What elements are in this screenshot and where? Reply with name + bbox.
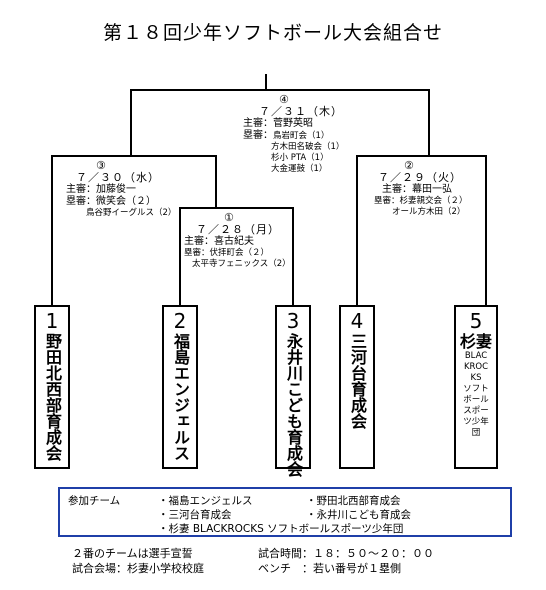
participant-item: ・福島エンジェルス [158, 495, 253, 507]
base-umpire: 塁審：杉妻親交会（２） [374, 196, 468, 206]
team-box-2: 2 福島エンジェルス [162, 305, 198, 469]
team-number: 1 [45, 309, 59, 333]
chief-umpire: 主審：加藤俊一 [66, 184, 136, 195]
team-name-sub: KS [470, 373, 482, 383]
team-box-4: 4 三河台育成会 [339, 305, 375, 469]
team-number: 5 [469, 309, 483, 333]
chief-umpire: 主審：菅野英昭 [243, 118, 313, 129]
match-number: ④ [279, 93, 289, 106]
base-umpire: 塁審：微笑会（２） [66, 196, 156, 207]
team-number: 2 [173, 309, 187, 333]
match-number: ② [404, 159, 414, 172]
team-box-5: 5 杉妻 BLAC KROC KS ソフト ボール スポー ツ少年 団 [454, 305, 498, 469]
team-name-sub: ツ少年 [463, 417, 489, 427]
match-2-info: ② ７／２９（火） 主審：幕田一弘 塁審：杉妻親交会（２） オール方木田（2） [370, 160, 468, 218]
note-oath: ２番のチームは選手宣誓 [72, 547, 193, 560]
match-date: ７／３０（水） [76, 171, 160, 184]
participant-item: ・三河台育成会 [158, 509, 232, 521]
team-name-sub: BLAC [464, 351, 488, 361]
match-date: ７／２９（火） [378, 171, 462, 184]
base-umpire-label: 塁審： [243, 130, 273, 141]
participants-label: 参加チーム [68, 495, 121, 507]
match-number: ③ [96, 159, 106, 172]
base-umpire: 大金運鼓（1） [271, 164, 328, 174]
team-name-sub: ボール [463, 395, 489, 405]
base-umpire: 方木田名破会（1） [271, 142, 345, 152]
team-name-sub: KROC [463, 362, 489, 372]
team-number: 3 [286, 309, 300, 333]
team-name: 野田北西部育成会 [43, 333, 62, 461]
team-name: 杉妻 [459, 332, 492, 351]
participant-item: ・野田北西部育成会 [306, 495, 401, 507]
match-number: ① [224, 211, 234, 224]
team-name: 福島エンジェルス [171, 333, 190, 461]
match-1-info: ① ７／２８（月） 主審：喜古紀夫 塁審：伏拝町会（２） 太平寺フェニックス（2… [184, 212, 291, 270]
chief-umpire: 主審：喜古紀夫 [184, 236, 254, 247]
base-umpire: 杉小 PTA（1） [271, 153, 329, 163]
base-umpire: 鳥谷野イーグルス（2） [86, 208, 177, 218]
match-3-info: ③ ７／３０（水） 主審：加藤俊一 塁審：微笑会（２） 鳥谷野イーグルス（2） [66, 160, 176, 219]
team-name: 三河台育成会 [348, 333, 367, 429]
match-4-info: ④ ７／３１（木） 主審：菅野英昭 塁審：鳥岩町会（1） 方木田名破会（1） 杉… [243, 94, 344, 175]
team-name-sub: ソフト [463, 384, 489, 394]
team-box-1: 1 野田北西部育成会 [34, 305, 70, 469]
team-box-3: 3 永井川こども育成会 [275, 305, 311, 477]
participant-item: ・杉妻 BLACKROCKS ソフトボールスポーツ少年団 [158, 523, 404, 535]
participants-box: 参加チーム ・福島エンジェルス ・野田北西部育成会 ・三河台育成会 ・永井川こど… [58, 487, 512, 537]
match-date: ７／３１（木） [259, 105, 343, 118]
base-umpire: 塁審：伏拝町会（２） [184, 248, 270, 258]
chief-umpire: 主審：幕田一弘 [382, 184, 452, 195]
team-name-sub: スポー [463, 406, 489, 416]
note-bench: ベンチ ：若い番号が１塁側 [258, 562, 401, 575]
note-venue: 試合会場：杉妻小学校校庭 [72, 562, 204, 575]
base-umpire: オール方木田（2） [392, 207, 466, 217]
base-umpire: 太平寺フェニックス（2） [192, 259, 291, 269]
base-umpire: 鳥岩町会（1） [273, 131, 330, 141]
note-match-time: 試合時間：１８：５０～２０：００ [258, 547, 434, 560]
participant-item: ・永井川こども育成会 [306, 509, 411, 521]
team-name: 永井川こども育成会 [284, 333, 303, 477]
team-number: 4 [350, 309, 364, 333]
team-name-sub: 団 [471, 428, 481, 438]
match-date: ７／２８（月） [196, 223, 280, 236]
page-title: 第１８回少年ソフトボール大会組合せ [102, 22, 443, 44]
